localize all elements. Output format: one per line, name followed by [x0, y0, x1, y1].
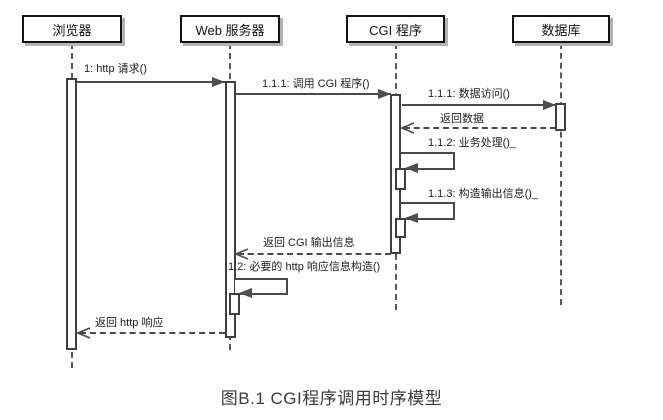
- open-arrowhead-icon: [235, 248, 249, 260]
- nested-activation-cgi-2: [395, 218, 406, 238]
- actor-browser-label: 浏览器: [52, 22, 92, 38]
- solid-arrowhead-icon: [405, 163, 418, 173]
- message-line-return-cgi-output: [238, 253, 391, 255]
- message-line-return-http-response: [80, 332, 225, 334]
- activation-browser: [66, 78, 77, 350]
- open-arrowhead-icon: [401, 122, 415, 134]
- actor-web-server-label: Web 服务器: [195, 22, 265, 38]
- actor-web-server: Web 服务器: [180, 15, 280, 43]
- solid-arrowhead-icon: [378, 89, 391, 99]
- nested-activation-web-1: [229, 293, 240, 315]
- nested-activation-cgi-1: [395, 168, 406, 190]
- message-label-return-http-response: 返回 http 响应: [95, 317, 164, 329]
- solid-arrowhead-icon: [239, 288, 252, 298]
- message-label-http-request: 1: http 请求(): [84, 63, 147, 75]
- solid-arrowhead-icon: [405, 213, 418, 223]
- message-label-data-access: 1.1.1: 数据访问(): [428, 88, 510, 100]
- message-line-return-data: [404, 127, 556, 129]
- solid-arrowhead-icon: [543, 100, 556, 110]
- actor-database: 数据库: [512, 15, 610, 43]
- actor-database-label: 数据库: [541, 22, 581, 38]
- message-line-call-cgi: [236, 93, 391, 95]
- actor-cgi: CGI 程序: [346, 15, 445, 43]
- message-line-data-access: [402, 104, 556, 106]
- activation-web-server: [225, 81, 236, 338]
- figure-caption: 图B.1 CGI程序调用时序模型: [220, 389, 443, 408]
- message-label-return-data: 返回数据: [440, 113, 484, 125]
- message-label-business-process: 1.1.2: 业务处理()_: [428, 137, 517, 149]
- solid-arrowhead-icon: [212, 77, 225, 87]
- message-label-build-output: 1.1.3: 构造输出信息()_: [428, 188, 539, 200]
- message-label-call-cgi: 1.1.1: 调用 CGI 程序(): [262, 78, 370, 90]
- actor-browser: 浏览器: [22, 15, 122, 43]
- open-arrowhead-icon: [77, 327, 91, 339]
- actor-cgi-label: CGI 程序: [369, 22, 422, 38]
- message-label-build-http-response: 1.2: 必要的 http 响应信息构造(): [228, 261, 381, 273]
- activation-database: [555, 103, 566, 131]
- message-line-http-request: [77, 81, 225, 83]
- message-label-return-cgi-output: 返回 CGI 输出信息: [263, 237, 355, 249]
- lifeline-database: [560, 43, 562, 305]
